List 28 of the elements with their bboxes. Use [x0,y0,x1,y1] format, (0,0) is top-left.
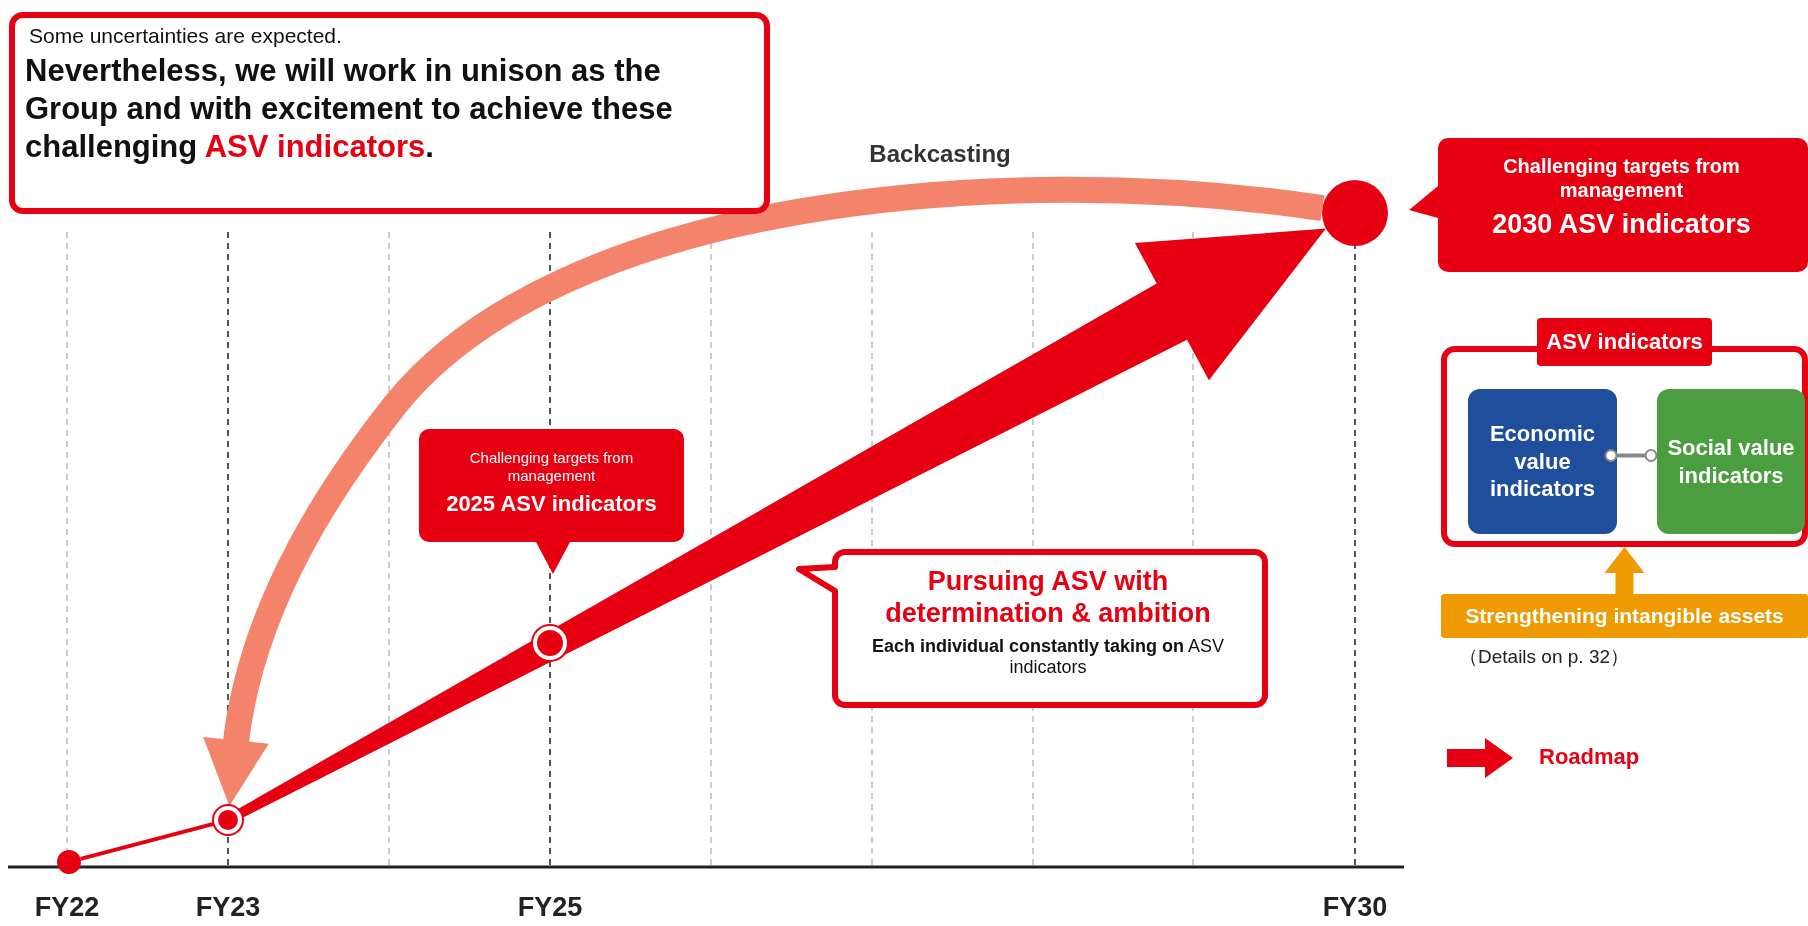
legend-label: Roadmap [1539,744,1640,770]
block-arrow [1604,547,1645,594]
callout-subtitle: Pursuing ASV with determination & ambition [884,565,1212,630]
callout-title: 2025 ASV indicators [445,491,658,518]
economic-value-box: Economic value indicators [1468,389,1617,534]
year-label: FY23 [194,892,262,923]
connector-line [80,821,215,861]
milestone-dot [533,626,567,660]
link-connector [1604,449,1658,462]
target-callout [419,429,684,574]
group-heading: ASV indicators [1537,318,1712,366]
year-label: FY22 [33,892,101,923]
callout-title: 2030 ASV indicators [1491,208,1752,241]
callout-subtitle: Challenging targets from management [1502,154,1741,202]
year-label: FY25 [516,892,584,923]
target-callout [1409,138,1808,272]
callout-subtitle: Challenging targets from management [468,449,635,485]
callout-heading: Nevertheless, we will work in unison as the Group and with excitement to achieve these challenging ASV indicators. [25,52,674,166]
message-callout [9,12,770,214]
milestone-dot [57,850,81,874]
callout-title: Each individual constantly taking on ASV indicators [870,635,1226,679]
milestone-dot [214,806,242,834]
ambition-callout [796,549,1268,708]
intangible-assets-bar: Strengthening intangible assets [1441,594,1808,638]
note-text: （Details on p. 32） [1459,645,1630,669]
callout-text: Some uncertainties are expected. [29,24,343,48]
social-value-box: Social value indicators [1657,389,1805,534]
year-label: FY30 [1321,892,1389,923]
